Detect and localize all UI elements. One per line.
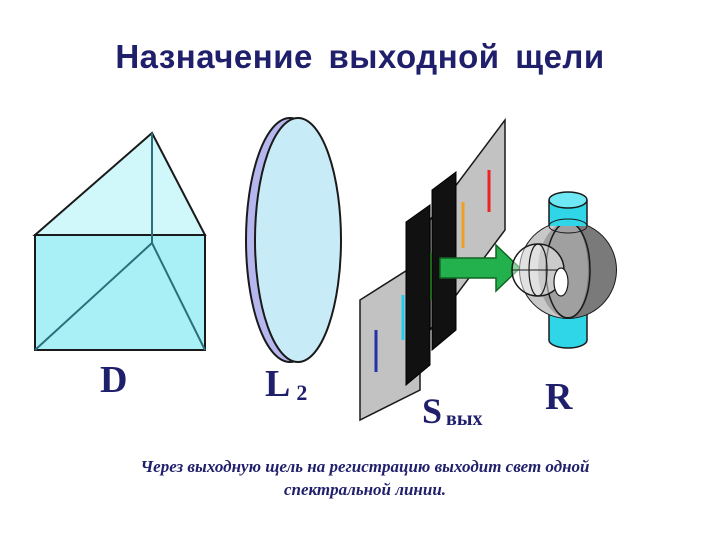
- lens-label-subscript: 2: [296, 380, 308, 405]
- prism: [32, 131, 207, 351]
- prism-label: D: [100, 359, 128, 401]
- caption-line-2: спектральной линии.: [283, 480, 447, 499]
- page-title: Назначение выходной щели: [115, 38, 605, 75]
- caption-line-1: Через выходную щель на регистрацию выход…: [140, 457, 590, 476]
- receiver: [511, 191, 617, 349]
- lens-label-letter: L: [265, 363, 291, 405]
- light-arrow: [439, 243, 522, 293]
- lens: [245, 117, 342, 363]
- slit-label-letter: S: [422, 391, 443, 431]
- caption: Через выходную щель на регистрацию выход…: [40, 455, 690, 501]
- slit-label-subscript: вых: [446, 408, 483, 430]
- receiver-label: R: [545, 376, 573, 418]
- exit-slit: [359, 117, 506, 422]
